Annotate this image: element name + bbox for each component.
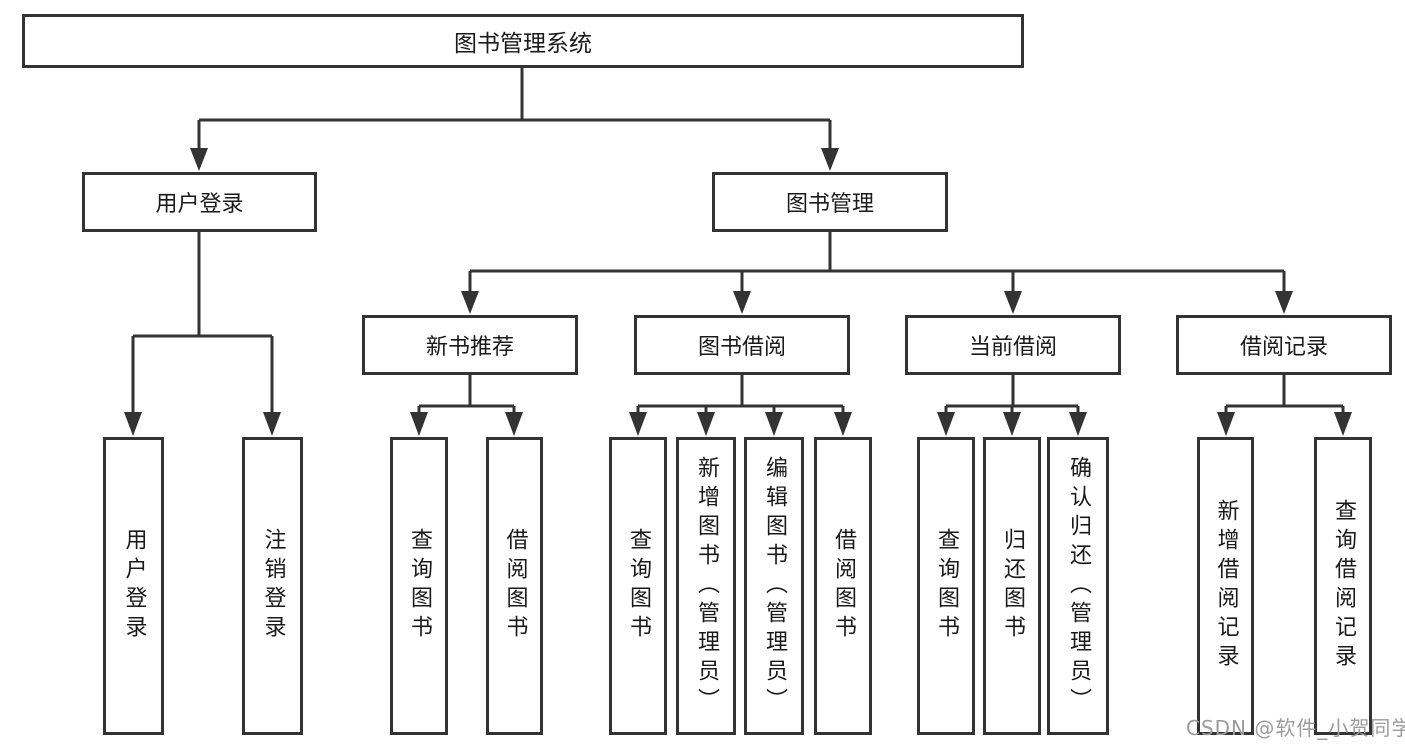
arrowhead-icon [1004,291,1022,314]
node-label: 归还图书 [1000,528,1025,644]
node-label: 用户登录 [121,528,147,644]
leaf-query-borrow-record: 查询借阅记录 [1314,437,1372,735]
arrowhead-icon [629,412,647,436]
leaf-query-books-current: 查询图书 [917,437,975,735]
node-root-system: 图书管理系统 [22,14,1024,68]
leaf-query-books-recommend: 查询图书 [390,437,448,735]
node-book-management: 图书管理 [712,172,948,232]
leaf-edit-book-admin: 编辑图书（管理员） [744,437,804,735]
arrowhead-icon [1334,412,1352,436]
arrowhead-icon [263,412,281,436]
node-label: 查询图书 [934,528,959,644]
node-user-login-branch: 用户登录 [82,172,317,232]
arrowhead-icon [1275,291,1293,314]
arrowhead-icon [697,412,715,436]
leaf-user-login: 用户登录 [103,437,164,735]
arrowhead-icon [834,412,852,436]
leaf-confirm-return-admin: 确认归还（管理员） [1047,437,1109,735]
leaf-add-borrow-record: 新增借阅记录 [1197,437,1254,735]
arrowhead-icon [937,412,955,436]
leaf-logout: 注销登录 [242,437,303,735]
leaf-add-book-admin: 新增图书（管理员） [676,437,736,735]
connector-borrow-to-leaves [636,375,845,412]
arrowhead-icon [124,412,142,436]
arrowhead-icon [505,412,523,436]
node-label: 注销登录 [260,528,286,644]
node-label: 借阅图书 [831,528,856,644]
connector-newbook-to-leaves [417,375,516,412]
arrowhead-icon [1217,412,1235,436]
arrowhead-icon [461,291,479,314]
connector-bookmgmt-to-level3 [468,232,1286,291]
node-label: 新增图书（管理员） [694,455,719,717]
node-borrowing-records: 借阅记录 [1176,315,1392,375]
arrowhead-icon [1069,412,1087,436]
leaf-query-books-borrowing: 查询图书 [609,437,667,735]
arrowhead-icon [821,148,839,171]
connector-records-to-leaves [1224,375,1345,412]
node-label: 图书借阅 [697,335,786,360]
arrowhead-icon [410,412,428,436]
arrowhead-icon [765,412,783,436]
connector-current-to-leaves [944,375,1080,412]
csdn-watermark: CSDN @软件_小贺同学 [1186,716,1405,740]
node-label: 用户登录 [155,192,244,217]
node-label: 查询借阅记录 [1331,499,1356,673]
node-label: 借阅记录 [1239,335,1328,360]
node-label: 查询图书 [626,528,651,644]
node-label: 新增借阅记录 [1213,499,1239,673]
connector-userlogin-to-leaves [131,232,274,412]
leaf-borrow-books-borrowing: 借阅图书 [814,437,872,735]
connector-root-to-level2 [197,68,832,148]
node-book-borrowing: 图书借阅 [634,315,850,375]
node-label: 确认归还（管理员） [1066,455,1091,717]
node-label: 新书推荐 [425,335,514,360]
node-label: 当前借阅 [968,335,1057,360]
leaf-return-book: 归还图书 [983,437,1041,735]
node-label: 图书管理 [785,192,874,217]
arrowhead-icon [1003,412,1021,436]
node-label: 编辑图书（管理员） [762,455,787,717]
arrowhead-icon [190,148,208,171]
node-label: 查询图书 [407,528,432,644]
node-label: 借阅图书 [502,528,528,644]
node-new-book-recommend: 新书推荐 [362,315,578,375]
node-current-borrowing: 当前借阅 [905,315,1121,375]
arrowhead-icon [733,291,751,314]
leaf-borrow-books-recommend: 借阅图书 [486,437,543,735]
node-label: 图书管理系统 [454,31,592,57]
